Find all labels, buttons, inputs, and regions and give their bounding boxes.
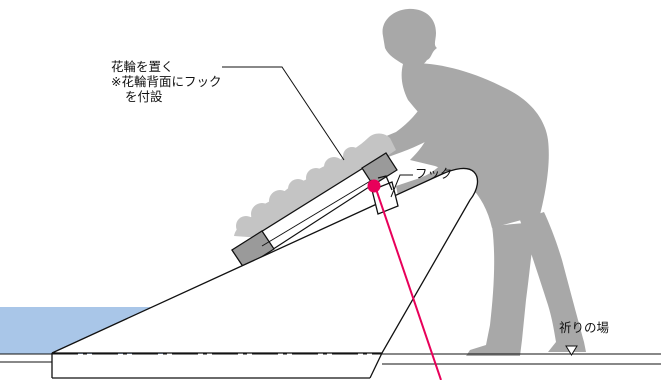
prayer-place-label: 祈りの場 bbox=[559, 320, 610, 335]
hook-label: フック bbox=[415, 166, 453, 181]
pointer-line bbox=[374, 185, 442, 380]
wreath-flowers bbox=[234, 133, 396, 238]
wreath-label-line2: ※花輪背面にフック bbox=[111, 74, 222, 89]
hook-point-dot bbox=[367, 179, 381, 193]
wreath-label-line1: 花輪を置く bbox=[111, 59, 174, 74]
wreath-leader-line bbox=[222, 66, 345, 161]
person-silhouette bbox=[368, 8, 586, 356]
stand-structure bbox=[51, 167, 479, 379]
wreath-board bbox=[231, 152, 398, 269]
wreath-label-line3: を付設 bbox=[125, 89, 163, 104]
hook-leader-line bbox=[390, 174, 413, 198]
prayer-marker-icon bbox=[565, 345, 578, 356]
ground-lines bbox=[0, 353, 661, 365]
